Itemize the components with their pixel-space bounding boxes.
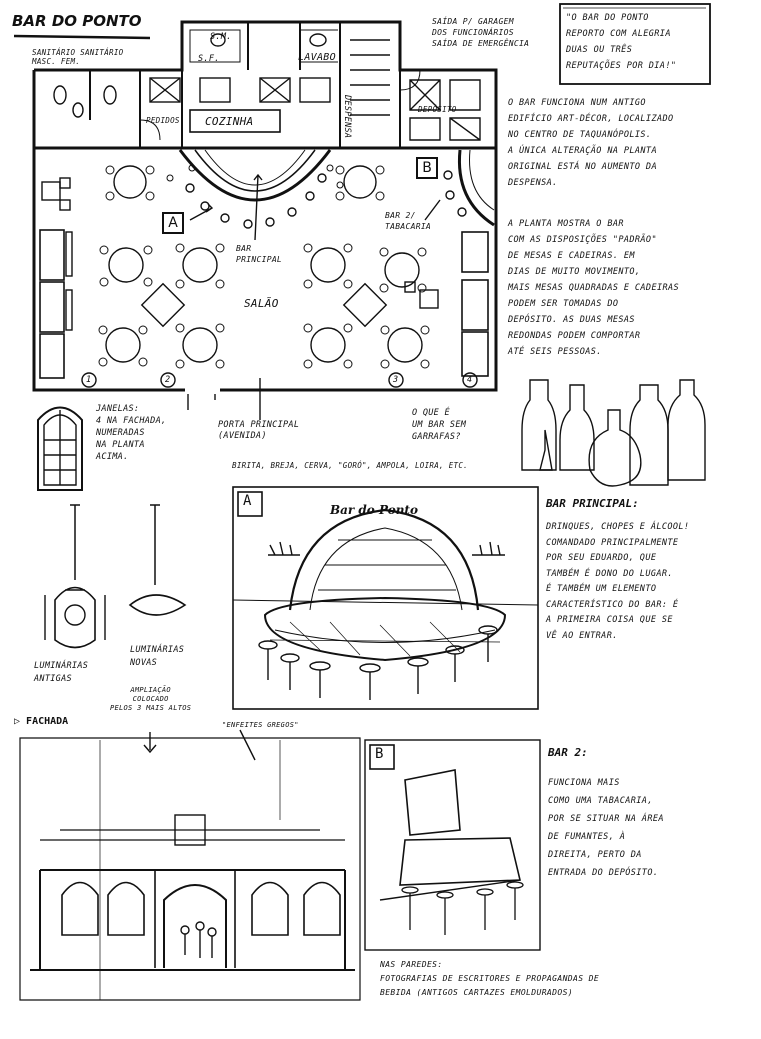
label-salao: SALÃO: [244, 297, 279, 310]
label-pedidos: PEDIDOS: [146, 116, 180, 125]
sketch-b-label: B: [375, 746, 384, 762]
label-ampliacao: AMPLIAÇÃO COLOCADO PELOS 3 MAIS ALTOS: [110, 686, 192, 712]
fachada-heading-text: FACHADA: [26, 716, 69, 727]
bar2-heading: BAR 2:: [548, 746, 588, 759]
label-cozinha: COZINHA: [205, 115, 254, 128]
bar2-text: FUNCIONA MAIS COMO UMA TABACARIA, POR SE…: [548, 778, 664, 878]
label-luminarias-novas: LUMINÁRIAS NOVAS: [130, 645, 185, 668]
label-deposito: DEPÓSITO: [418, 105, 457, 114]
label-lavabo: LAVABO: [298, 52, 336, 63]
note-building: O BAR FUNCIONA NUM ANTIGO EDIFÍCIO ART-D…: [508, 98, 674, 188]
fachada-heading: ▷ FACHADA: [14, 716, 69, 727]
label-saida: SAÍDA P/ GARAGEM DOS FUNCIONÁRIOS SAÍDA …: [432, 17, 530, 48]
window-number-2: 2: [165, 375, 171, 385]
label-despensa: DESPENSA: [342, 95, 352, 139]
note-planta: A PLANTA MOSTRA O BAR COM AS DISPOSIÇÕES…: [508, 219, 680, 357]
label-bar2: BAR 2/ TABACARIA: [385, 211, 432, 231]
window-number-1: 1: [86, 375, 92, 385]
label-enfeites: "ENFEITES GREGOS": [222, 721, 299, 729]
label-porta: PORTA PRINCIPAL (AVENIDA): [218, 420, 300, 441]
window-number-4: 4: [467, 375, 473, 385]
paredes-note: NAS PAREDES: FOTOGRAFIAS DE ESCRITORES E…: [380, 960, 600, 997]
page-title: BAR DO PONTO: [12, 12, 142, 30]
label-bebidas: BIRITA, BREJA, CERVA, "GORÓ", AMPOLA, LO…: [232, 461, 468, 470]
label-sf: S.F.: [198, 54, 220, 64]
sketch-a-sign: Bar do Ponto: [330, 503, 418, 517]
label-luminarias-antigas: LUMINÁRIAS ANTIGAS: [34, 661, 89, 684]
quote-text: "O BAR DO PONTO REPORTO COM ALEGRIA DUAS…: [566, 13, 677, 71]
bar-principal-heading: BAR PRINCIPAL:: [546, 497, 639, 510]
bar-principal-text: DRINQUES, CHOPES E ÁLCOOL! COMANDADO PRI…: [546, 522, 690, 641]
sketch-a-label: A: [243, 493, 252, 509]
label-sanitarios: SANITÁRIO SANITÁRIO MASC. FEM.: [32, 48, 124, 66]
label-garrafas: O QUE É UM BAR SEM GARRAFAS?: [412, 408, 467, 442]
marker-b: B: [416, 157, 438, 179]
label-sm: S.M.: [210, 32, 232, 42]
window-number-3: 3: [393, 375, 399, 385]
label-janelas: JANELAS: 4 NA FACHADA, NUMERADAS NA PLAN…: [96, 404, 167, 462]
label-bar-principal: BAR PRINCIPAL: [236, 244, 283, 264]
marker-a: A: [162, 212, 184, 234]
